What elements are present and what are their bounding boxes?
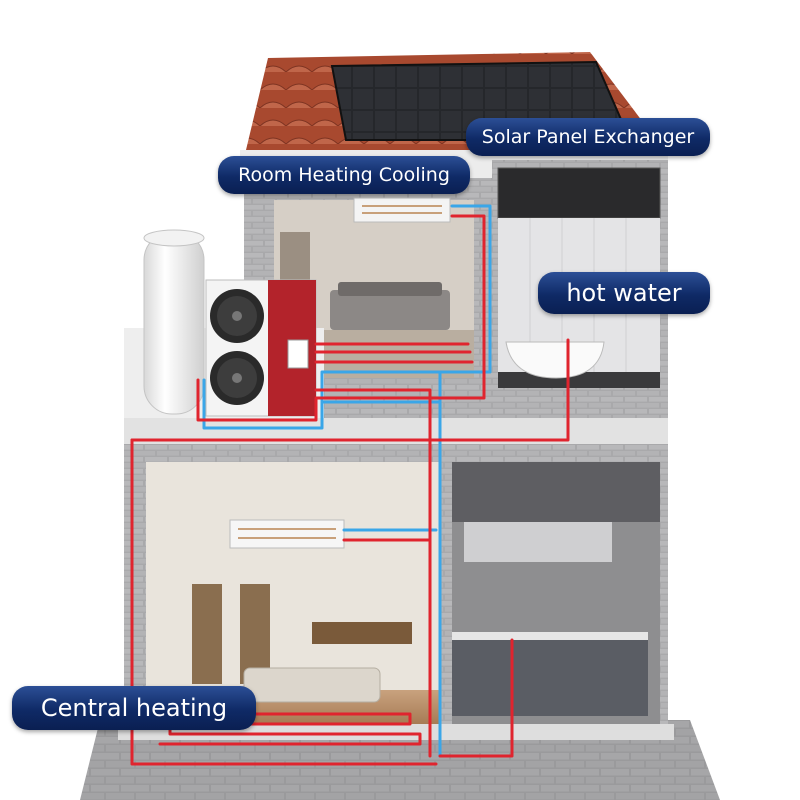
solar-panel-exchanger-label: Solar Panel Exchanger [466, 118, 710, 156]
hot-water-label: hot water [538, 272, 710, 314]
central-heating-label: Central heating [12, 686, 256, 730]
cold-pipe-bedroom [320, 204, 492, 404]
bedroom-floor-heating [314, 342, 474, 364]
bookshelf-right [240, 584, 270, 684]
solar-exchanger-panel [497, 167, 661, 219]
heat-pump-fan-top [210, 289, 264, 343]
room-heating-cooling-label: Room Heating Cooling [218, 156, 470, 194]
kitchen-hot-pipe [438, 638, 514, 758]
bookshelf-left [192, 584, 222, 684]
living-room-indoor-unit [229, 519, 345, 549]
pipe-network [130, 204, 570, 766]
bedroom-indoor-unit [353, 197, 451, 223]
kitchen-lower-cabinets [452, 636, 648, 716]
hot-water-supply-pipe [130, 338, 570, 442]
kitchen-countertop [452, 632, 648, 640]
hot-water-tank [143, 231, 205, 415]
hot-pipe-central [130, 438, 438, 766]
hot-pipe-main [314, 388, 432, 758]
sofa [243, 667, 381, 703]
base-slab [118, 724, 674, 740]
heat-pump-fan-bottom [210, 351, 264, 405]
kitchen-upper-cabinets [464, 522, 612, 562]
tv-cabinet [312, 622, 412, 644]
bathtub [505, 341, 605, 379]
bedroom-wall-art [280, 232, 310, 284]
hot-pipe-bedroom [196, 214, 486, 422]
bed [330, 290, 450, 330]
